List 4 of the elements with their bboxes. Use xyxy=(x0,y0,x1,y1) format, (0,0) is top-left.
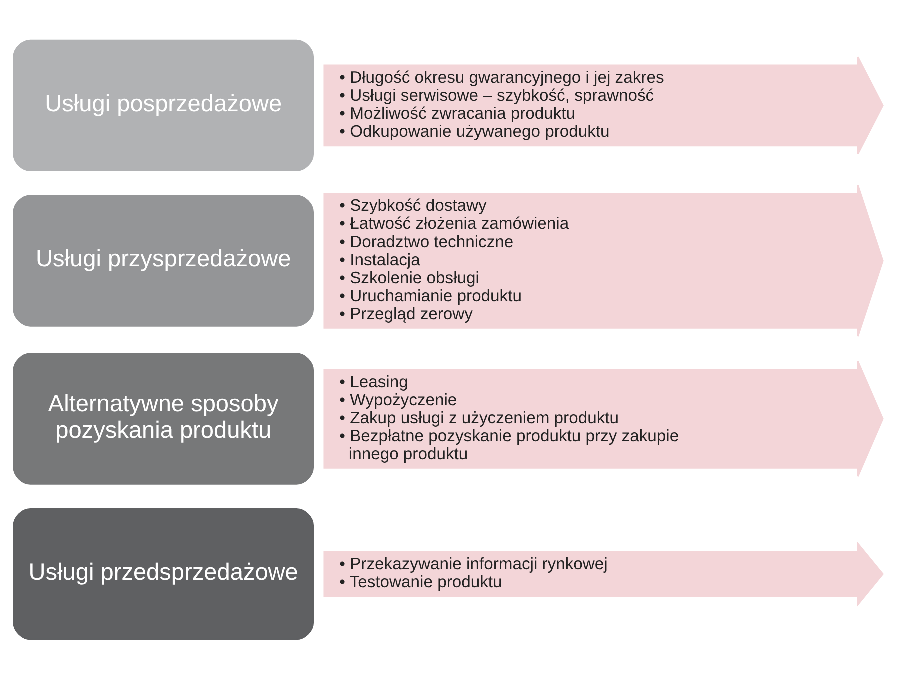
node-box: Usługi posprzedażowe xyxy=(13,40,314,172)
node-box: Alternatywne sposoby pozyskania produktu xyxy=(13,353,314,485)
node-box: Usługi przysprzedażowe xyxy=(13,195,314,327)
node-box: Usługi przedsprzedażowe xyxy=(13,508,314,640)
